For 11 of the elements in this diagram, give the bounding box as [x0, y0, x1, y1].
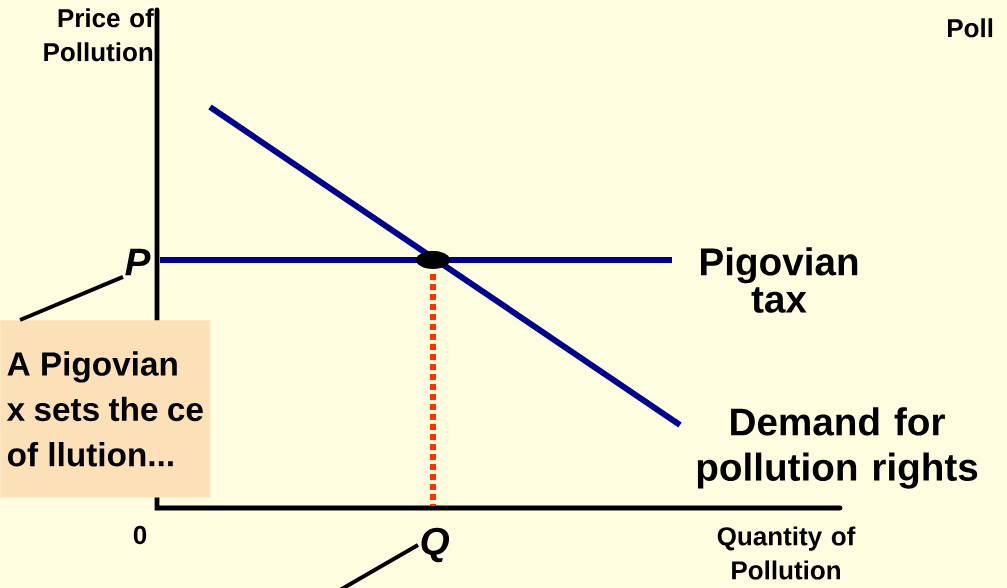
axis-title: Price of Pollution: [44, 8, 154, 62]
axis-title: Quantity of Pollution: [717, 526, 856, 580]
axis-title: Poll: [948, 18, 993, 38]
origin-label: 0: [133, 525, 147, 545]
curve-label: Demand for pollution rights: [697, 407, 978, 489]
leader-line: [339, 543, 419, 588]
axis-value-label: Q: [421, 527, 450, 563]
curve-label: Pigovian tax: [701, 247, 858, 313]
callout-box: A Pigovian x sets the ce of llution...: [0, 320, 211, 498]
leader-line: [19, 275, 124, 322]
axis-value-label: P: [125, 248, 151, 276]
